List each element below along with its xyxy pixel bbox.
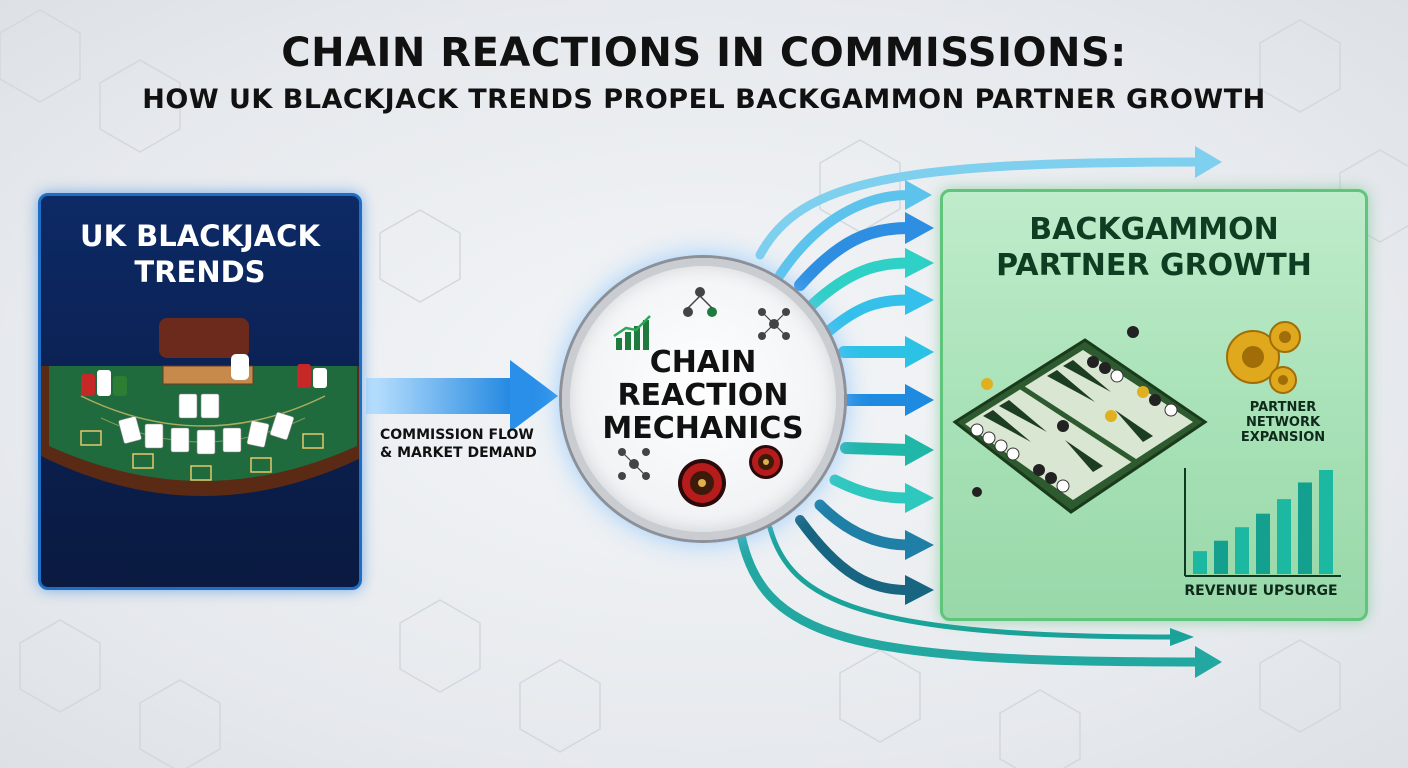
backgammon-partner-growth-panel: BACKGAMMON PARTNER GROWTH (940, 189, 1368, 621)
roulette-wheel-icon (678, 459, 726, 507)
left-panel-title: UK BLACKJACK TRENDS (80, 219, 320, 289)
revenue-chart (1184, 468, 1341, 577)
revenue-bar (1256, 513, 1270, 574)
fan-arrow (755, 157, 1200, 260)
dealer-glove (231, 354, 249, 380)
gears-icon (1226, 321, 1301, 394)
revenue-bar (1214, 540, 1228, 574)
flying-checker (1127, 326, 1139, 338)
network-people-icon (758, 308, 790, 340)
hub-title: CHAIN REACTION MECHANICS (602, 345, 804, 446)
backgammon-illustration (952, 321, 1341, 577)
commission-flow-label: COMMISSION FLOW & MARKET DEMAND (380, 427, 537, 461)
right-panel-title: BACKGAMMON PARTNER GROWTH (996, 212, 1312, 283)
revenue-bar (1235, 527, 1249, 574)
hub-icons (613, 287, 790, 507)
page-subtitle: HOW UK BLACKJACK TRENDS PROPEL BACKGAMMO… (142, 84, 1266, 115)
betting-spots (80, 430, 324, 481)
revenue-bar (1298, 482, 1312, 574)
uk-blackjack-trends-panel: UK BLACKJACK TRENDS (38, 193, 362, 590)
checkers (970, 356, 1178, 493)
network-people-icon (683, 287, 717, 317)
page-title: CHAIN REACTIONS IN COMMISSIONS: (281, 30, 1127, 76)
chain-reaction-hub: CHAIN REACTION MECHANICS (562, 258, 844, 540)
blackjack-table-illustration (41, 318, 359, 496)
partner-network-label: PARTNER NETWORK EXPANSION (1240, 400, 1326, 445)
flying-checker (972, 487, 982, 497)
playing-cards (118, 393, 295, 455)
revenue-bar (1277, 499, 1291, 574)
network-people-icon (618, 448, 650, 480)
dealer-chair (159, 318, 249, 358)
roulette-wheel-icon (749, 445, 783, 479)
chip-tray (162, 365, 254, 385)
backgammon-board (952, 326, 1208, 514)
revenue-bar (1193, 551, 1207, 574)
input-arrow (366, 360, 558, 432)
flying-checker (981, 378, 993, 390)
chip-stacks (81, 364, 327, 396)
revenue-upsurge-label: REVENUE UPSURGE (1184, 583, 1338, 599)
revenue-bar (1319, 470, 1333, 574)
growth-chart-icon (613, 315, 651, 350)
